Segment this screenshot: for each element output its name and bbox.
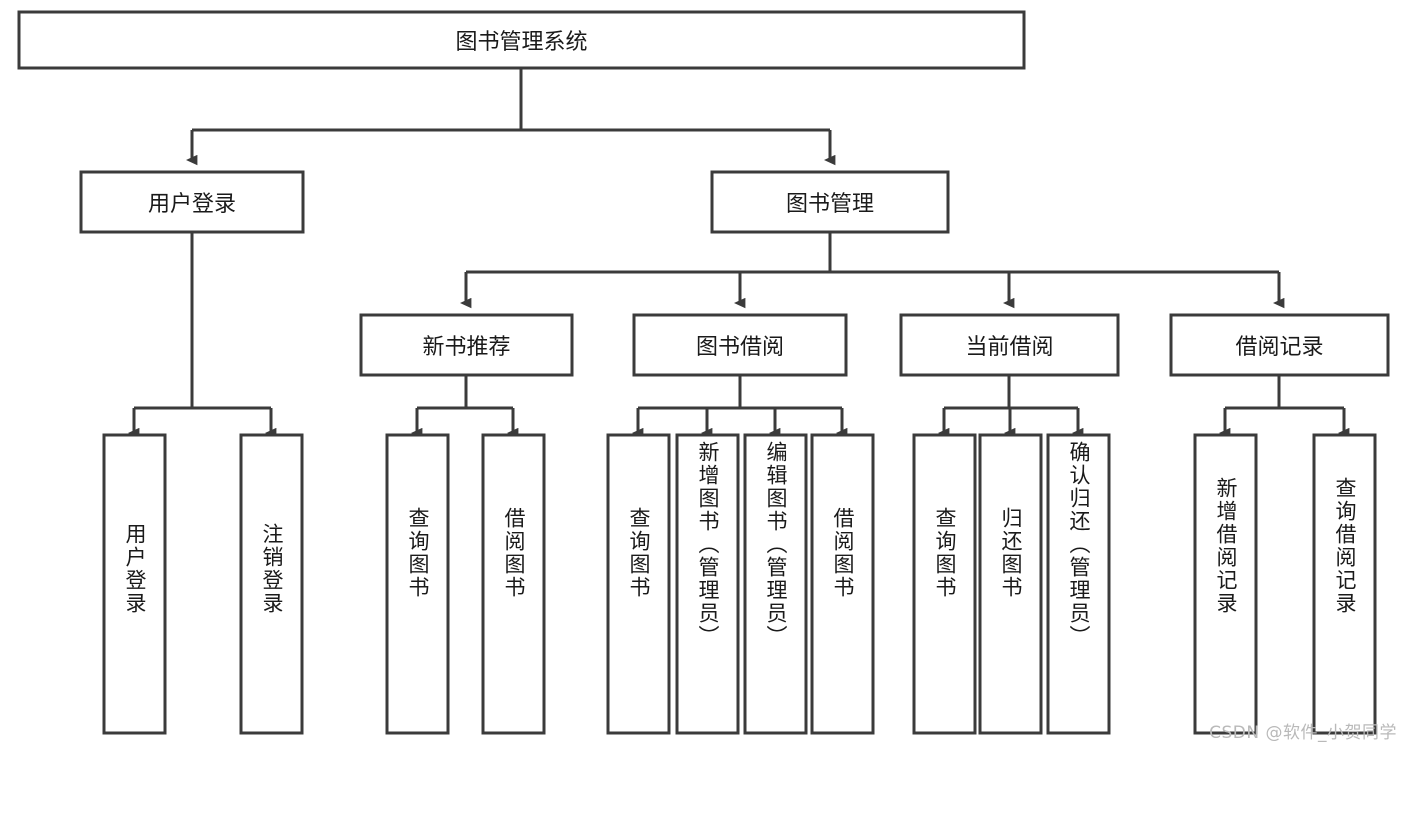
leaf-current-borrow-2[interactable] [1046,433,1111,735]
node-user-login[interactable] [79,170,305,234]
connector-currentborrow-to-leaves [938,375,1084,439]
leaf-book-borrow-0[interactable] [606,433,671,735]
connector-bookborrow-to-leaves [632,375,848,439]
connector-newbook-to-leaves [411,375,519,439]
node-book-management[interactable] [710,170,950,234]
node-new-book-recommend[interactable] [359,313,574,377]
connector-root-to-level2 [186,68,836,166]
connector-bookmgmt-to-level3 [460,232,1285,309]
flowchart-svg [17,10,1390,735]
leaf-borrow-record-0[interactable] [1193,433,1258,735]
leaf-book-borrow-1[interactable] [675,433,740,735]
leaf-borrow-record-1[interactable] [1312,433,1377,735]
flowchart-canvas: 图书管理系统 用户登录 图书管理 新书推荐 图书借阅 当前借阅 借阅记录 用户登… [17,10,1397,743]
connector-userlogin-to-leaves [128,232,277,439]
leaf-current-borrow-1[interactable] [978,433,1043,735]
leaf-book-borrow-2[interactable] [743,433,808,735]
leaf-book-borrow-3[interactable] [810,433,875,735]
leaf-new-book-0[interactable] [385,433,450,735]
leaf-user-login-1[interactable] [239,433,304,735]
node-book-borrow[interactable] [632,313,848,377]
leaf-new-book-1[interactable] [481,433,546,735]
node-borrow-record[interactable] [1169,313,1390,377]
connector-borrowrecord-to-leaves [1219,375,1350,439]
leaf-user-login-0[interactable] [102,433,167,735]
csdn-watermark: CSDN @软件_小贺同学 [1209,723,1397,743]
node-current-borrow[interactable] [899,313,1120,377]
leaf-current-borrow-0[interactable] [912,433,977,735]
node-root[interactable] [17,10,1026,70]
